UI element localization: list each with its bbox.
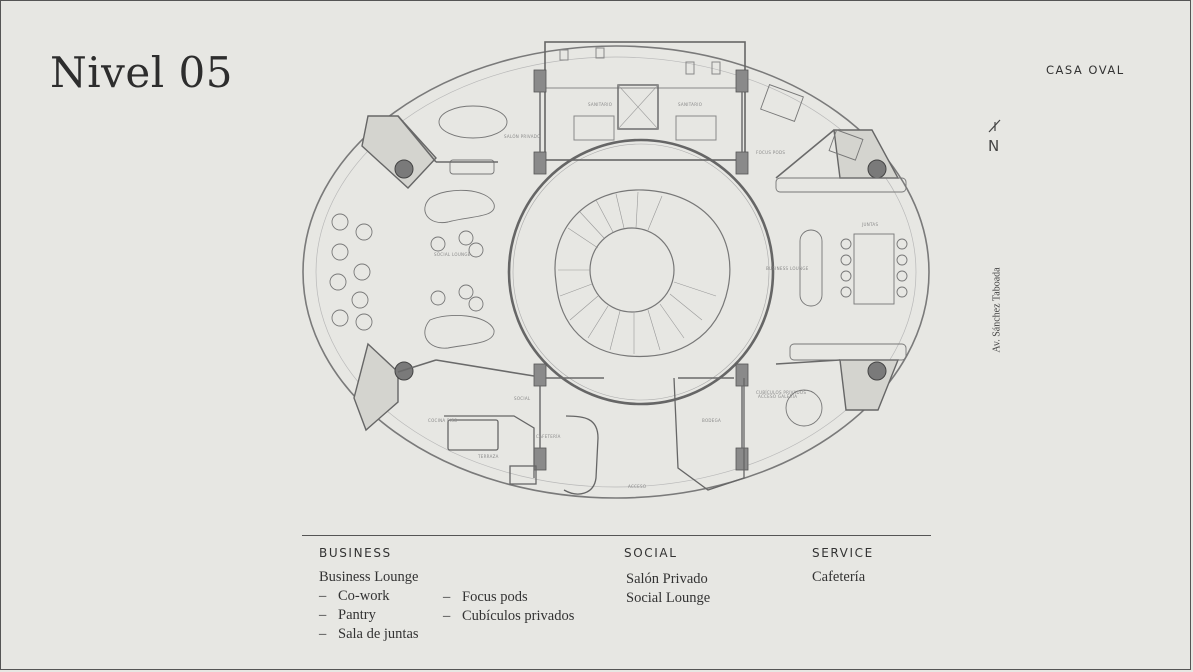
legend-item-cowork: Co-work: [338, 588, 390, 604]
legend-item-cubiculos: Cubículos privados: [462, 608, 575, 624]
service-block: [544, 41, 746, 161]
legend-item-sala-juntas: Sala de juntas: [338, 626, 419, 642]
legend-item-focus-pods: Focus pods: [462, 589, 528, 605]
label-juntas: JUNTAS: [861, 222, 878, 227]
legend-business-item: –Sala de juntas: [319, 626, 419, 643]
label-cubiculos: CUBÍCULOS PRIVADOS: [756, 390, 806, 395]
legend-heading-business: BUSINESS: [319, 546, 392, 560]
label-social: SOCIAL: [514, 396, 531, 401]
label-acceso: ACCESO: [628, 484, 646, 489]
legend-divider: [302, 535, 931, 536]
terrace-line: [315, 56, 917, 488]
social-lounge-furniture: [329, 105, 508, 349]
elevator: [617, 84, 659, 130]
legend-business-item: –Cubículos privados: [443, 608, 574, 625]
legend-service-item: Cafetería: [812, 569, 866, 585]
street-label: Av. Sánchez Taboada: [991, 266, 1003, 353]
legend-business-item: –Pantry: [319, 607, 376, 624]
legend-heading-social: SOCIAL: [624, 546, 678, 560]
label-sanitario-a: SANITARIO: [588, 102, 612, 107]
label-acceso-galeria: ACCESO GALERÍA: [758, 394, 797, 399]
legend-business-main: Business Lounge: [319, 569, 419, 585]
north-label: N: [988, 137, 999, 154]
sanitario-b-room: [675, 115, 717, 141]
label-focus-pods: FOCUS PODS: [756, 150, 785, 155]
legend-item-pantry: Pantry: [338, 607, 376, 623]
label-cafeteria: CAFETERÍA: [536, 434, 561, 439]
north-arrow-icon: N: [988, 119, 1001, 154]
dash-icon: –: [319, 588, 327, 604]
legend-business-item: –Co-work: [319, 588, 390, 605]
legend-social-item: Social Lounge: [626, 590, 711, 606]
street-label-box: Av. Sánchez Taboada: [990, 262, 1004, 357]
brand-name: CASA OVAL: [1046, 63, 1125, 77]
business-lounge-furniture: [760, 84, 908, 427]
legend-social-item: Salón Privado: [626, 571, 708, 587]
dash-icon: –: [443, 608, 451, 624]
partition-walls: [397, 115, 841, 379]
dash-icon: –: [443, 589, 451, 605]
label-salon-privado: SALÓN PRIVADO: [504, 134, 541, 139]
spiral-stair-outline: [554, 189, 731, 358]
label-terraza: TERRAZA: [477, 454, 499, 459]
sanitario-a-room: [573, 115, 615, 141]
dash-icon: –: [319, 626, 327, 642]
bottom-rooms: [444, 377, 745, 495]
page-title: Nivel 05: [50, 48, 233, 97]
label-sanitario-b: SANITARIO: [678, 102, 702, 107]
outer-oval-wall: [302, 45, 930, 499]
label-cocina: COCINA PISO: [428, 418, 458, 423]
round-pillars: [394, 159, 887, 381]
central-circle-inner: [512, 143, 770, 401]
label-social-lounge: SOCIAL LOUNGE: [434, 252, 471, 257]
floor-plan: SANITARIO SANITARIO SOCIAL LOUNGE S: [302, 41, 930, 499]
dash-icon: –: [319, 607, 327, 623]
spiral-stair-well: [589, 227, 675, 313]
planters: [353, 115, 900, 432]
label-business-lounge: BUSINESS LOUNGE: [766, 266, 809, 271]
legend-heading-service: SERVICE: [812, 546, 874, 560]
structural-columns: [533, 69, 749, 471]
label-bodega: BODEGA: [702, 418, 721, 423]
central-circle: [507, 138, 775, 406]
stair-treads: [558, 191, 717, 354]
legend-business-item: –Focus pods: [443, 589, 528, 606]
